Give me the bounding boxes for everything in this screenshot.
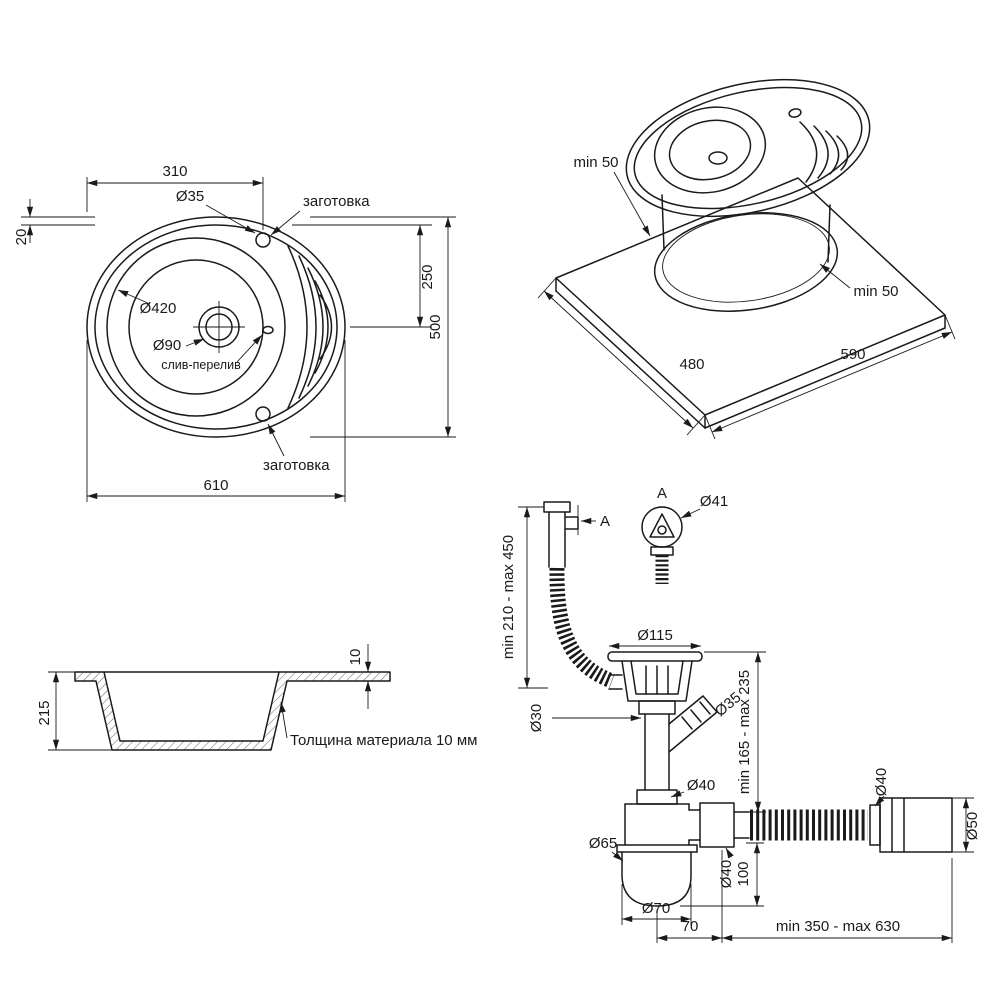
dim-215: 215 [36,671,112,751]
overflow-pipe: A [543,501,610,568]
label-blank-top: заготовка [270,193,370,236]
dim-20-text: 20 [13,229,30,246]
dia-41-text: Ø41 [700,493,728,510]
siphon-body [616,789,750,907]
dim-drain-height-text: min 165 - max 235 [736,670,753,794]
dim-500-text: 500 [427,314,444,339]
dim-250: 250 [292,224,436,328]
dia-420-text: Ø420 [140,300,177,317]
sink-iso [625,78,871,218]
section-ref-a-text: A [600,513,610,530]
sink-outline [86,216,346,438]
dia-40-hose-text: Ø40 [873,768,890,796]
dim-outlet-offset: 70 [656,850,723,943]
label-hole-diameter: Ø35 [176,188,256,234]
label-hose-diameter: Ø40 [873,768,890,807]
dim-overflow-height: min 210 - max 450 [500,506,548,689]
label-cup-diameter: Ø65 [589,835,624,862]
dim-610-text: 610 [203,477,228,494]
dia-40-tail-text: Ø40 [687,777,715,794]
blank-bottom-text: заготовка [263,457,330,474]
label-tailpipe-diameter: Ø30 [528,704,641,732]
dim-10: 10 [347,644,372,709]
dia-65-text: Ø65 [589,835,617,852]
dia-50-text: Ø50 [964,812,981,840]
siphon-view: A min 210 - max 450 A Ø41 Ø115 [500,485,981,943]
overflow-text: слив-перелив [161,358,241,372]
min50-right-text: min 50 [853,283,898,300]
label-material-note: Толщина материала 10 мм [279,701,477,749]
dim-590: 590 [704,314,956,440]
label-clearance-right: min 50 [819,263,899,300]
top-view: 310 Ø35 заготовка 20 250 500 [13,163,456,502]
section-view: 10 215 Толщина материала 10 мм [36,644,477,751]
dim-hose-length-text: min 350 - max 630 [776,918,900,935]
label-drain-diameter: Ø90 [153,337,205,354]
end-fitting [869,797,953,853]
label-overflow: слив-перелив [161,334,263,372]
dim-480-text: 480 [679,356,704,373]
dia-35-text: Ø35 [176,188,204,205]
label-clearance-left: min 50 [573,154,651,237]
dim-20: 20 [13,199,95,245]
drainboard-ridges [287,245,333,409]
dim-fitting-diameter: Ø50 [952,797,981,853]
dim-cup-bottom: Ø70 [621,884,692,925]
blank-top-text: заготовка [303,193,370,210]
dia-70-text: Ø70 [642,900,670,917]
dim-610: 610 [86,340,346,502]
dim-250-text: 250 [419,264,436,289]
dim-500: 500 [310,216,456,438]
label-blank-bottom: заготовка [263,423,330,474]
dim-10-text: 10 [347,649,364,666]
dim-215-text: 215 [36,700,53,725]
dishwasher-branch: Ø35 [668,689,744,753]
label-bowl-diameter: Ø420 [117,289,177,317]
dim-100-text: 100 [735,861,752,886]
min50-left-text: min 50 [573,154,618,171]
dia-90-text: Ø90 [153,337,181,354]
dia-115-text: Ø115 [637,627,673,644]
detail-a: A Ø41 [641,485,728,584]
dia-30-text: Ø30 [528,704,545,732]
iso-view: min 50 min 50 480 590 [537,78,956,440]
overflow-hose [549,567,615,689]
countertop [555,177,946,429]
dim-310-text: 310 [162,163,187,180]
dim-310: 310 [86,163,264,230]
dim-overflow-height-text: min 210 - max 450 [500,535,517,659]
detail-a-text: A [657,485,667,502]
dim-70-text: 70 [682,918,699,935]
material-note-text: Толщина материала 10 мм [290,732,477,749]
dim-590-text: 590 [840,346,865,363]
dim-hose-length: min 350 - max 630 [722,858,953,943]
section-material [75,672,390,750]
dim-480: 480 [537,277,706,436]
dia-40-outlet-text: Ø40 [718,860,735,888]
